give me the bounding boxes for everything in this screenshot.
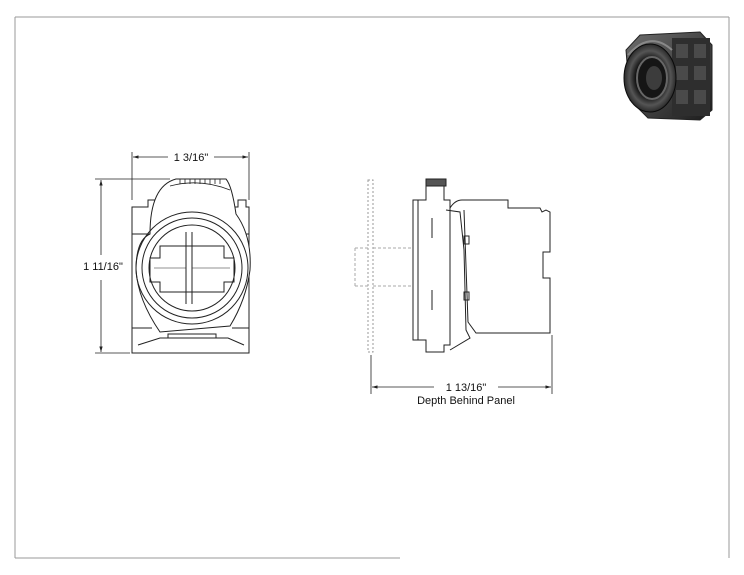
front-height-label: 1 11/16" <box>83 261 123 273</box>
side-view <box>354 178 551 353</box>
side-depth-dimension <box>370 335 553 394</box>
front-width-label: 1 3/16" <box>174 152 209 164</box>
front-view <box>131 178 251 354</box>
side-depth-label: 1 13/16" <box>446 382 487 394</box>
front-width-dimension <box>131 152 250 200</box>
sheet-border <box>14 16 730 559</box>
component-thumbnail-image <box>623 31 713 121</box>
front-height-dimension <box>95 178 170 354</box>
bezel-knurl <box>169 179 231 191</box>
side-depth-caption: Depth Behind Panel <box>417 395 515 407</box>
